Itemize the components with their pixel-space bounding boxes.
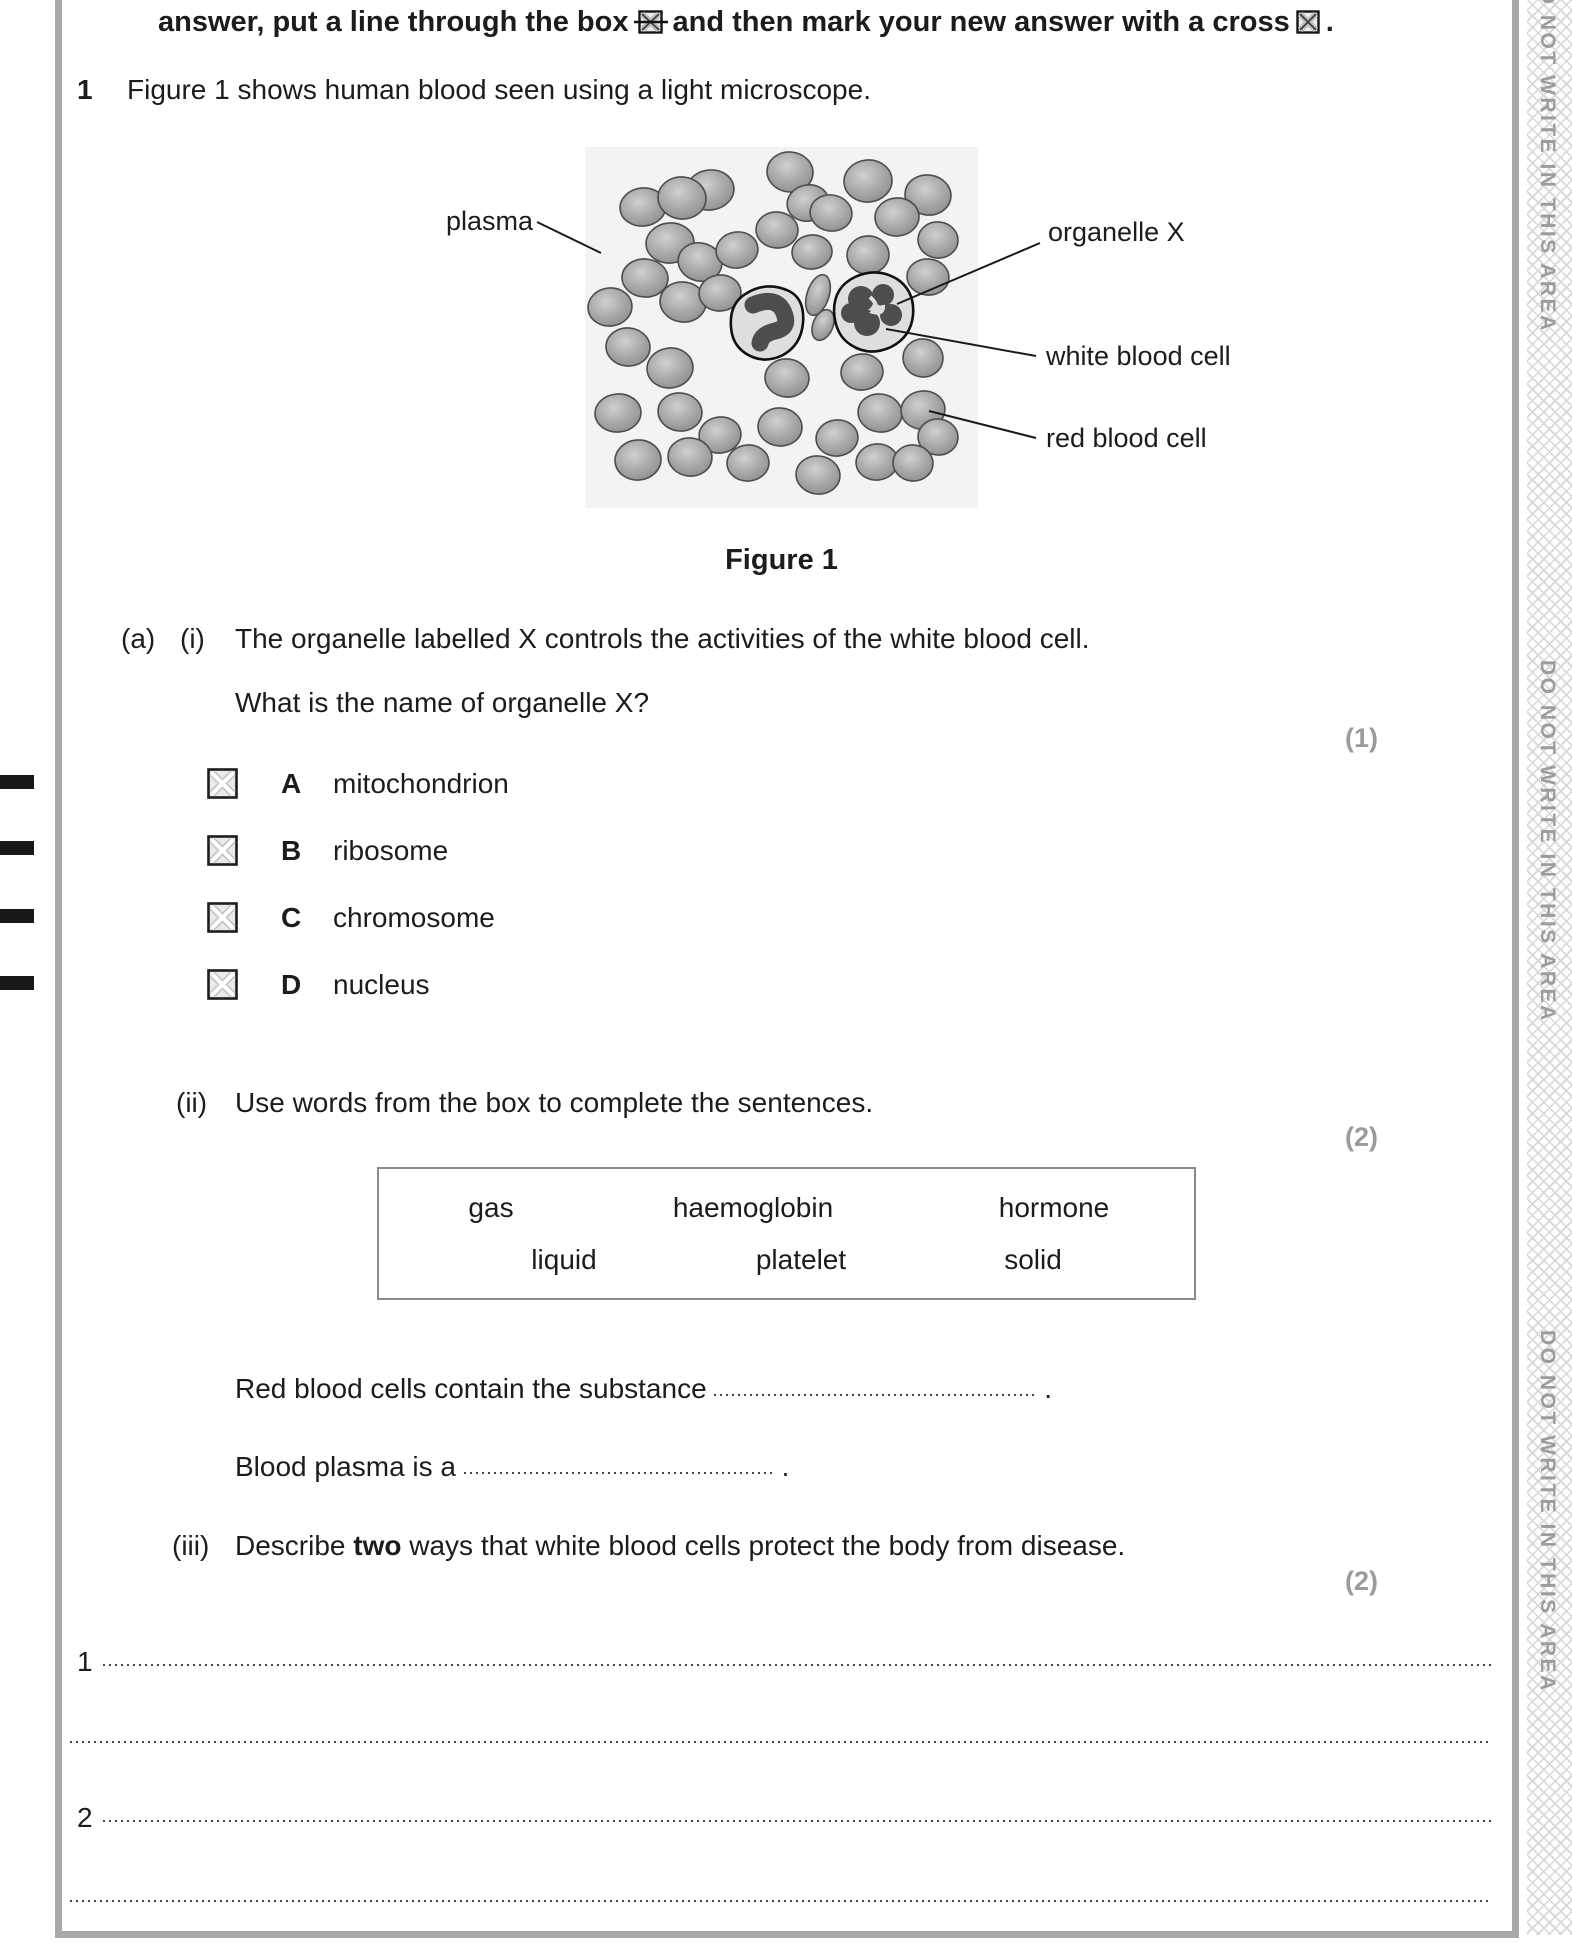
marks-a-ii: (2) bbox=[1345, 1122, 1378, 1152]
figure-blood-micrograph bbox=[585, 147, 978, 508]
part-i-text: The organelle labelled X controls the ac… bbox=[235, 623, 1090, 654]
answer-line-2-continued[interactable] bbox=[70, 1900, 1491, 1902]
option-row-d: D nucleus bbox=[0, 969, 1572, 1005]
checkbox-option-c[interactable] bbox=[207, 902, 238, 938]
bottom-page-border bbox=[55, 1931, 1519, 1938]
word-hormone: hormone bbox=[998, 1192, 1110, 1223]
option-row-a: A mitochondrion bbox=[0, 768, 1572, 804]
word-platelet: platelet bbox=[755, 1244, 847, 1275]
answer-line-number-2: 2 bbox=[77, 1802, 93, 1833]
part-iii-text: Describe two ways that white blood cells… bbox=[235, 1528, 1335, 1564]
part-iii-text-bold: two bbox=[353, 1530, 402, 1561]
option-text: mitochondrion bbox=[333, 768, 509, 799]
answer-blank-2[interactable] bbox=[463, 1472, 774, 1474]
label-white-blood-cell: white blood cell bbox=[1046, 341, 1231, 371]
part-ii-text: Use words from the box to complete the s… bbox=[235, 1087, 874, 1118]
crossed-box-strikethrough-icon bbox=[633, 8, 668, 46]
checkbox-option-b[interactable] bbox=[207, 835, 238, 871]
word-solid: solid bbox=[1004, 1244, 1062, 1275]
answer-line-number-1: 1 bbox=[77, 1646, 93, 1677]
white-blood-cell-2 bbox=[832, 271, 915, 353]
crossed-box-icon bbox=[1295, 8, 1321, 46]
option-letter: B bbox=[281, 835, 302, 866]
instruction-text-3: . bbox=[1325, 6, 1334, 38]
answer-line-1[interactable] bbox=[103, 1664, 1491, 1666]
option-letter: D bbox=[281, 969, 302, 1000]
sentence-red-blood-cells: Red blood cells contain the substance . bbox=[235, 1371, 1052, 1407]
part-i-label: (i) bbox=[180, 623, 205, 654]
option-text: ribosome bbox=[333, 835, 449, 866]
marks-a-iii: (2) bbox=[1345, 1566, 1378, 1596]
checkbox-option-d[interactable] bbox=[207, 969, 238, 1005]
white-blood-cell-1 bbox=[729, 285, 805, 361]
instruction-text-1: answer, put a line through the box bbox=[158, 6, 629, 38]
marks-a-i: (1) bbox=[1345, 723, 1378, 753]
part-ii-label: (ii) bbox=[176, 1087, 208, 1118]
question-number: 1 bbox=[77, 74, 93, 105]
answer-blank-1[interactable] bbox=[714, 1394, 1037, 1396]
binding-mark bbox=[0, 841, 34, 855]
right-page-border bbox=[1512, 0, 1519, 1938]
word-box: gas haemoglobin hormone liquid platelet … bbox=[377, 1167, 1196, 1300]
figure-caption: Figure 1 bbox=[725, 544, 838, 576]
do-not-write-warning: DO NOT WRITE IN THIS AREA bbox=[1536, 0, 1559, 333]
label-plasma: plasma bbox=[445, 206, 533, 236]
option-letter: A bbox=[281, 768, 302, 799]
question-intro: Figure 1 shows human blood seen using a … bbox=[127, 74, 871, 105]
part-iii-text-before: Describe bbox=[235, 1530, 354, 1561]
sentence-2-period: . bbox=[773, 1451, 790, 1482]
binding-mark bbox=[0, 775, 34, 789]
instruction-line: answer, put a line through the box and th… bbox=[158, 4, 1488, 46]
sentence-1-text: Red blood cells contain the substance bbox=[235, 1373, 707, 1404]
do-not-write-warning: DO NOT WRITE IN THIS AREA bbox=[1536, 1330, 1559, 1693]
left-page-border bbox=[55, 0, 62, 1938]
label-organelle-x: organelle X bbox=[1048, 217, 1185, 247]
part-a-label: (a) bbox=[121, 623, 156, 654]
do-not-write-warning: DO NOT WRITE IN THIS AREA bbox=[1536, 660, 1559, 1023]
part-iii-label: (iii) bbox=[172, 1530, 210, 1561]
checkbox-option-a[interactable] bbox=[207, 768, 238, 804]
word-liquid: liquid bbox=[531, 1244, 597, 1275]
sentence-1-period: . bbox=[1036, 1373, 1052, 1404]
answer-line-1-continued[interactable] bbox=[70, 1741, 1491, 1743]
word-gas: gas bbox=[468, 1192, 514, 1223]
option-row-c: C chromosome bbox=[0, 902, 1572, 938]
option-letter: C bbox=[281, 902, 302, 933]
part-i-prompt: What is the name of organelle X? bbox=[235, 687, 650, 718]
option-row-b: B ribosome bbox=[0, 835, 1572, 871]
label-red-blood-cell: red blood cell bbox=[1046, 423, 1207, 453]
binding-mark bbox=[0, 976, 34, 990]
binding-mark bbox=[0, 909, 34, 923]
word-haemoglobin: haemoglobin bbox=[672, 1192, 834, 1223]
hatched-margin bbox=[1527, 0, 1572, 1935]
sentence-2-text: Blood plasma is a bbox=[235, 1451, 457, 1482]
option-text: chromosome bbox=[333, 902, 495, 933]
option-text: nucleus bbox=[333, 969, 430, 1000]
sentence-blood-plasma: Blood plasma is a . bbox=[235, 1449, 789, 1485]
instruction-text-2: and then mark your new answer with a cro… bbox=[672, 6, 1290, 38]
answer-line-2[interactable] bbox=[103, 1820, 1491, 1822]
part-iii-text-after: ways that white blood cells protect the … bbox=[401, 1530, 1126, 1561]
